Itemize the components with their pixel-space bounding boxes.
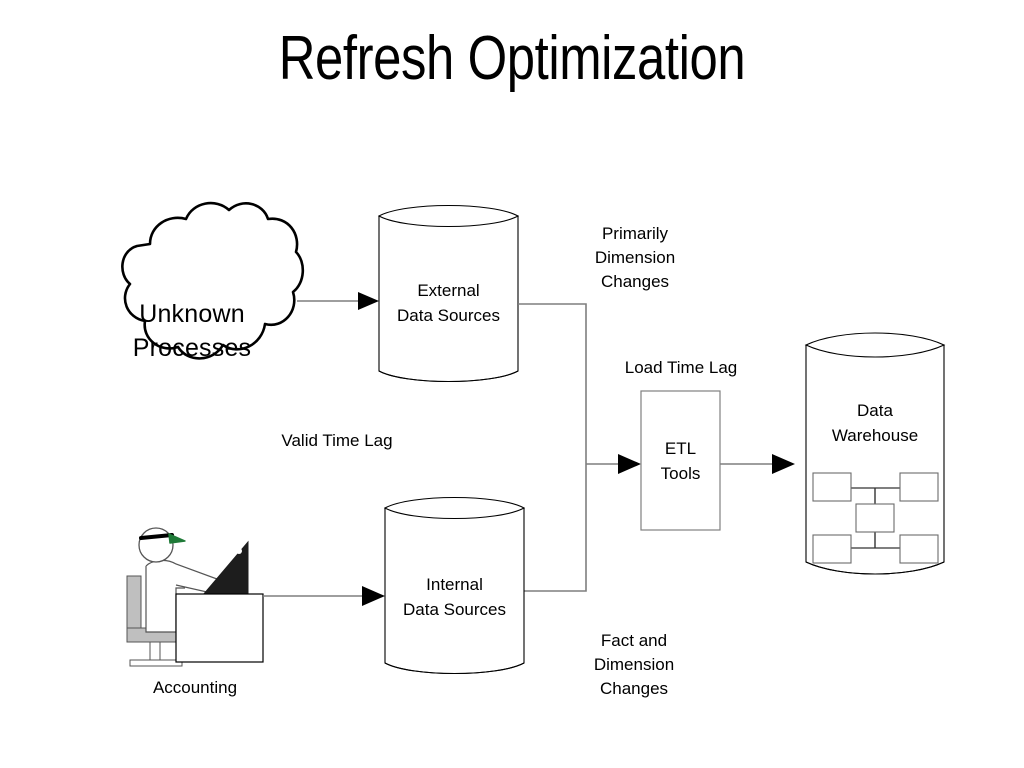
rect-label-etl-tools: ETL Tools	[660, 439, 701, 483]
flow-accounting-to-internal	[263, 586, 385, 606]
cloud-shape-unknown-processes	[121, 201, 305, 360]
flow-etl-to-warehouse	[720, 454, 795, 474]
person-label-accounting: Accounting	[152, 678, 238, 697]
page-title: Refresh Optimization	[278, 24, 746, 93]
cloud-label-unknown-processes: Unknown Processes	[132, 300, 252, 362]
flow-cloud-to-external	[297, 292, 379, 310]
flow-internal-to-etl	[524, 464, 587, 592]
flow-external-to-etl	[518, 303, 641, 474]
rect-etl-tools	[640, 390, 721, 531]
person-at-desk-accounting	[126, 527, 264, 667]
annotation-valid-time-lag: Valid Time Lag	[281, 431, 393, 450]
cylinder-internal-data-sources	[383, 497, 526, 674]
star-schema-glyph	[812, 472, 939, 564]
annotation-fact-and-dimension-changes: Fact and Dimension Changes	[593, 631, 675, 698]
cylinder-label-data-warehouse: Data Warehouse	[831, 401, 919, 445]
cylinder-external-data-sources	[377, 205, 520, 382]
cylinder-label-external-data-sources: External Data Sources	[397, 281, 500, 325]
cylinder-label-internal-data-sources: Internal Data Sources	[403, 575, 506, 619]
annotation-load-time-lag: Load Time Lag	[624, 358, 738, 377]
cylinder-data-warehouse	[804, 332, 946, 575]
annotation-primarily-dimension-changes: Primarily Dimension Changes	[594, 224, 676, 291]
